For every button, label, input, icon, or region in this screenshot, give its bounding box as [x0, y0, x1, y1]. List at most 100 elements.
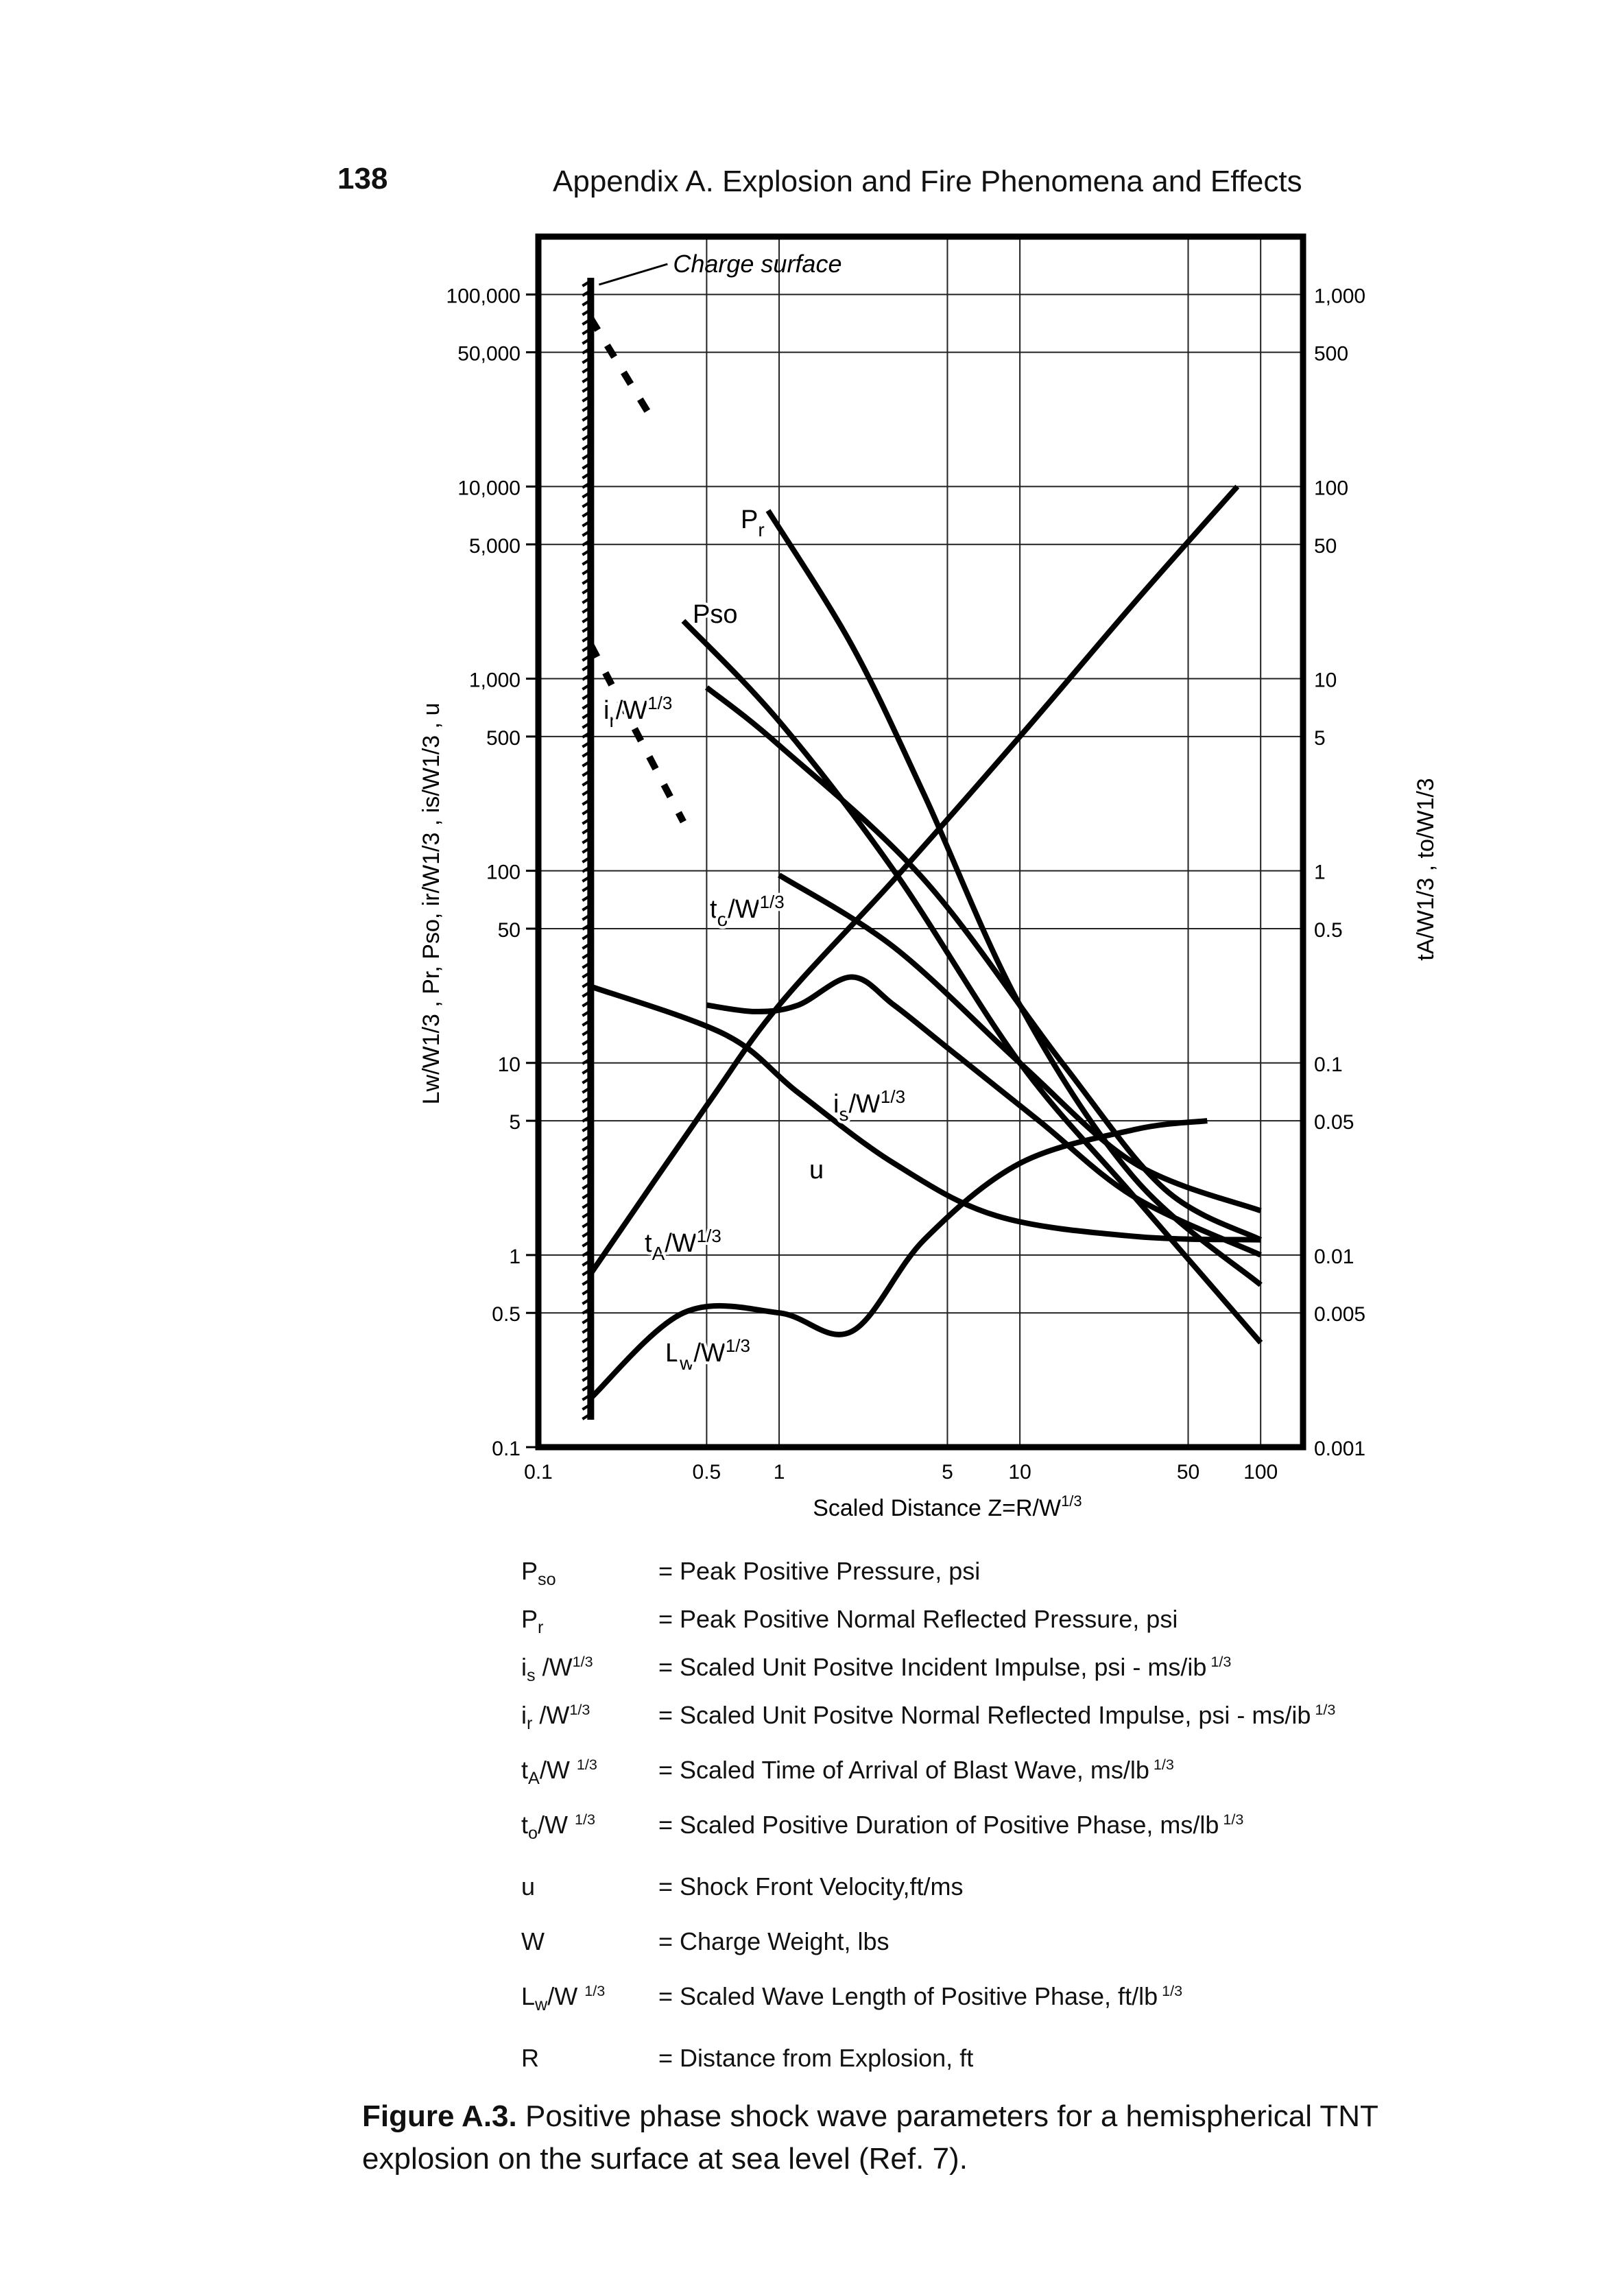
series-Pr-line — [765, 509, 1263, 1287]
charge-surface-hatch — [582, 1286, 595, 1296]
charge-surface-hatch — [582, 297, 595, 307]
figure-caption: Figure A.3. Positive phase shock wave pa… — [362, 2095, 1473, 2180]
charge-surface-hatch — [582, 479, 595, 489]
page-number: 138 — [337, 162, 388, 195]
x-tick-label: 0.1 — [524, 1461, 553, 1484]
series-ir-W1-3-line — [704, 685, 1263, 1243]
legend-symbol: is /W1/3 — [521, 1653, 593, 1686]
charge-surface-hatch — [582, 979, 595, 988]
curve-label-Pso: Pso — [693, 600, 737, 629]
charge-surface-hatch — [582, 1152, 595, 1161]
charge-surface-hatch — [582, 921, 595, 931]
y-right-tick-label: 0.005 — [1314, 1303, 1365, 1326]
running-header: Appendix A. Explosion and Fire Phenomena… — [553, 165, 1302, 198]
x-tick-label: 5 — [942, 1461, 953, 1484]
legend-symbol: to/W 1/3 — [521, 1811, 596, 1844]
charge-surface-hatch — [582, 710, 595, 719]
y-right-axis-label: tA/W1/3 , to/W1/3 — [1413, 778, 1439, 960]
curve-label-to: to/W1/3 — [710, 892, 785, 930]
curve-label-Lw: Lw/W1/3 — [665, 1335, 750, 1374]
charge-surface-hatch — [582, 1113, 595, 1123]
charge-surface-hatch — [582, 1382, 595, 1392]
charge-surface-hatch — [582, 787, 595, 796]
charge-surface-hatch — [582, 355, 595, 364]
charge-surface-hatch — [582, 1219, 595, 1228]
charge-surface-hatch — [582, 758, 595, 767]
charge-surface-hatch — [582, 499, 595, 508]
legend-symbol: tA/W 1/3 — [521, 1756, 597, 1789]
legend-symbol: ir /W1/3 — [521, 1701, 590, 1734]
charge-surface-hatch — [582, 508, 595, 518]
charge-surface-hatch — [582, 278, 595, 287]
legend-symbol: Lw/W 1/3 — [521, 1982, 606, 2015]
legend-symbol: W — [521, 1927, 545, 1955]
charge-surface-hatch — [582, 815, 595, 825]
y-left-tick-label: 0.5 — [492, 1303, 521, 1326]
charge-surface-hatch — [582, 470, 595, 479]
charge-surface-hatch — [582, 691, 595, 700]
charge-surface-hatch — [582, 422, 595, 431]
charge-surface-hatch — [582, 527, 595, 537]
charge-surface-hatch — [582, 1017, 595, 1027]
charge-surface-hatch — [582, 700, 595, 710]
charge-surface-hatch — [582, 1353, 595, 1363]
x-tick-label: 10 — [1008, 1461, 1031, 1484]
charge-surface-hatch — [582, 1401, 595, 1411]
charge-surface-hatch — [582, 835, 595, 844]
y-left-tick-label: 50,000 — [457, 343, 521, 366]
charge-surface-hatch — [582, 892, 595, 902]
charge-surface-hatch — [582, 912, 595, 921]
legend-description: = Shock Front Velocity,ft/ms — [658, 1872, 964, 1901]
legend-description: = Peak Positive Normal Reflected Pressur… — [658, 1605, 1178, 1633]
y-left-tick-label: 10 — [498, 1053, 521, 1076]
charge-surface-hatch — [582, 460, 595, 470]
charge-surface-hatch — [582, 719, 595, 729]
charge-surface-hatch — [582, 1161, 595, 1171]
charge-surface-hatch — [582, 614, 595, 623]
charge-surface-hatch — [582, 595, 595, 604]
y-right-tick-label: 0.001 — [1314, 1438, 1365, 1460]
charge-surface-hatch — [582, 739, 595, 748]
y-left-tick-label: 100 — [486, 861, 521, 884]
charge-surface-hatch — [582, 412, 595, 422]
charge-surface-hatch — [582, 1209, 595, 1219]
x-tick-label: 1 — [774, 1461, 785, 1484]
charge-surface-hatch — [582, 1228, 595, 1238]
charge-surface-hatch — [582, 604, 595, 614]
charge-surface-hatch — [582, 1036, 595, 1046]
y-left-tick-label: 1 — [509, 1246, 521, 1268]
charge-surface-hatch — [582, 681, 595, 691]
series-is-W1-3-dashed — [587, 643, 686, 824]
charge-surface-hatch — [582, 1238, 595, 1248]
series-u-line — [590, 984, 1261, 1243]
y-left-tick-label: 5,000 — [469, 535, 521, 558]
charge-surface-hatch — [582, 748, 595, 758]
y-right-tick-label: 500 — [1314, 343, 1348, 366]
x-tick-label: 50 — [1177, 1461, 1199, 1484]
charge-surface-hatch — [582, 931, 595, 940]
charge-surface-hatch — [582, 1065, 595, 1075]
charge-surface-hatch — [582, 585, 595, 595]
y-left-tick-label: 5 — [509, 1111, 521, 1134]
x-tick-label: 0.5 — [693, 1461, 721, 1484]
charge-surface-hatch — [582, 806, 595, 815]
charge-surface-hatch — [582, 1046, 595, 1056]
charge-surface-hatch — [582, 1171, 595, 1180]
y-left-tick-label: 0.1 — [492, 1438, 521, 1460]
y-right-tick-label: 5 — [1314, 727, 1326, 750]
charge-surface-hatch — [582, 1305, 595, 1315]
charge-surface-hatch — [582, 575, 595, 585]
y-right-tick-label: 0.1 — [1314, 1053, 1343, 1076]
charge-surface-hatch — [582, 940, 595, 950]
charge-surface-hatch — [582, 1008, 595, 1017]
charge-surface-hatch — [582, 671, 595, 681]
charge-surface-hatch — [582, 1334, 595, 1344]
legend-description: = Distance from Explosion, ft — [658, 2044, 974, 2072]
charge-surface-hatch — [582, 1315, 595, 1324]
curve-label-u: u — [809, 1156, 824, 1184]
blast-parameters-chart: 100,00050,00010,0005,0001,00050010050105… — [418, 233, 1439, 1521]
series-Pr-dashed — [588, 316, 656, 423]
y-left-tick-label: 500 — [486, 727, 521, 750]
charge-surface-hatch — [582, 950, 595, 960]
charge-surface-hatch — [582, 556, 595, 566]
